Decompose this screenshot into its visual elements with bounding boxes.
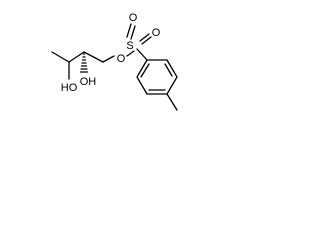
sulfur-label: S <box>126 40 133 52</box>
bond-o-s <box>126 50 135 57</box>
tosylate-diol-structure: S O O O HO OH <box>51 12 178 111</box>
benzene-ring <box>136 59 178 111</box>
hash-wedge-bond <box>79 53 89 73</box>
sulfonyl-oxygen-top-label: O <box>129 12 138 24</box>
bond-c1-o <box>102 55 115 63</box>
atom-labels: S O O O HO OH <box>61 12 161 94</box>
bond-s-ring <box>136 48 148 61</box>
bond-c3-c2 <box>68 51 85 63</box>
sulfonyl-oxygen-right-label: O <box>152 27 161 39</box>
bond-c2-c1 <box>83 51 104 63</box>
bond-methyl <box>51 51 70 63</box>
bond-s-o-right-a <box>139 33 150 42</box>
ester-oxygen-label: O <box>117 53 126 65</box>
bond-s-o-right-b <box>141 36 152 45</box>
bond-s-o-top-b <box>130 25 136 40</box>
bond-lines <box>51 23 152 80</box>
hydroxyl-right-label: OH <box>80 76 97 88</box>
bond-s-o-top-a <box>126 23 132 38</box>
hydroxyl-left-label: HO <box>61 82 78 94</box>
bond-ring-methyl <box>166 93 178 111</box>
